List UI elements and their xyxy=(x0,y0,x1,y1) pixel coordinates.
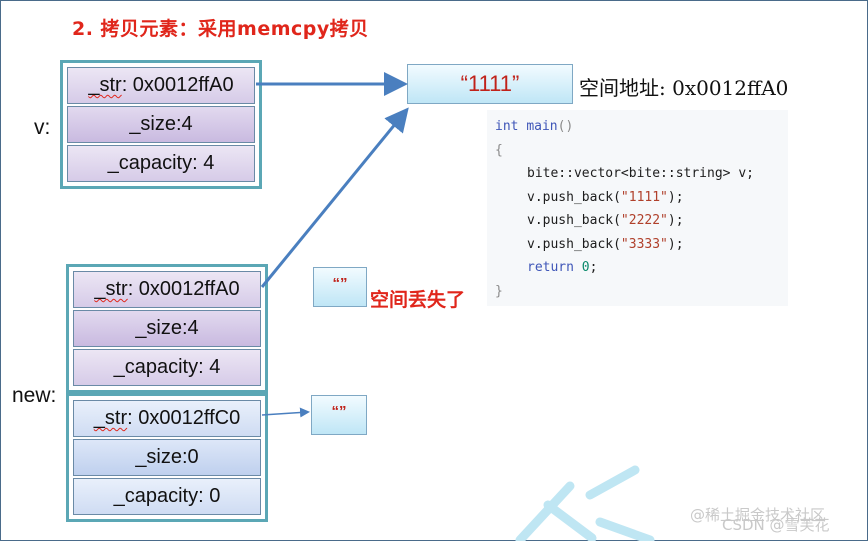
code-kw-return: return xyxy=(527,260,574,275)
code-line-5: v.push_back("2222"); xyxy=(527,213,684,228)
code-end-3: ); xyxy=(667,237,684,252)
watermark-juejin: @稀土掘金技术社区 xyxy=(690,506,826,524)
watermark-csdn: CSDN @雪芙花 xyxy=(722,516,830,534)
empty-string-box-new: “” xyxy=(311,395,367,435)
code-line-6: v.push_back("3333"); xyxy=(527,237,684,252)
arrow-new-to-empty xyxy=(261,407,310,418)
code-semicolon: ; xyxy=(589,260,598,275)
new-empty-str-value: : 0x0012ffC0 xyxy=(127,407,241,429)
code-num-0: 0 xyxy=(581,260,590,275)
code-end-2: ); xyxy=(667,213,684,228)
address-text: 空间地址: 0x0012ffA0 xyxy=(579,76,789,100)
new-empty-capacity-field: _capacity: 0 xyxy=(73,478,261,515)
code-str-1111: "1111" xyxy=(620,190,668,205)
code-snippet: int main() { bite::vector<bite::string> … xyxy=(487,110,788,306)
new-label: new: xyxy=(12,384,57,407)
code-call-3: v.push_back( xyxy=(527,237,621,252)
new-object-empty: _str: 0x0012ffC0 _size:0 _capacity: 0 xyxy=(66,393,268,522)
code-call-2: v.push_back( xyxy=(527,213,621,228)
code-line-1: int main() xyxy=(495,119,573,134)
space-lost-text: 空间丢失了 xyxy=(370,289,466,311)
code-parens: () xyxy=(557,119,574,134)
code-str-3333: "3333" xyxy=(620,237,668,252)
v-str-field: _str: 0x0012ffA0 xyxy=(67,67,255,104)
string-1111-box: “1111” xyxy=(407,64,573,104)
v-size-field: _size:4 xyxy=(67,106,255,143)
code-call-1: v.push_back( xyxy=(527,190,621,205)
new-empty-str-key: _str xyxy=(93,407,128,429)
v-str-key: _str xyxy=(88,74,122,96)
new-copied-str-value: : 0x0012ffA0 xyxy=(127,278,240,300)
code-kw-int: int xyxy=(495,119,519,134)
code-line-3: bite::vector<bite::string> v; xyxy=(527,166,754,181)
code-line-2: { xyxy=(495,143,503,158)
new-copied-str-field: _str: 0x0012ffA0 xyxy=(73,271,261,308)
arrow-new-to-string xyxy=(260,107,409,288)
watermark-strokes xyxy=(515,465,655,541)
code-line-8: } xyxy=(495,284,503,299)
code-line-4: v.push_back("1111"); xyxy=(527,190,684,205)
slide-title: 2. 拷贝元素：采用memcpy拷贝 xyxy=(72,18,369,40)
v-str-value: : 0x0012ffA0 xyxy=(121,74,234,96)
v-label: v: xyxy=(34,116,51,139)
new-empty-size-field: _size:0 xyxy=(73,439,261,476)
code-end-1: ); xyxy=(667,190,684,205)
code-fn-main: main xyxy=(526,119,558,134)
v-object: _str: 0x0012ffA0 _size:4 _capacity: 4 xyxy=(60,60,262,189)
new-copied-size-field: _size:4 xyxy=(73,310,261,347)
new-object-copied: _str: 0x0012ffA0 _size:4 _capacity: 4 xyxy=(66,264,268,393)
code-str-2222: "2222" xyxy=(620,213,668,228)
empty-string-box-lost: “” xyxy=(313,267,367,307)
v-capacity-field: _capacity: 4 xyxy=(67,145,255,182)
code-line-7: return 0; xyxy=(527,260,597,275)
new-copied-str-key: _str xyxy=(94,278,128,300)
new-copied-capacity-field: _capacity: 4 xyxy=(73,349,261,386)
new-empty-str-field: _str: 0x0012ffC0 xyxy=(73,400,261,437)
